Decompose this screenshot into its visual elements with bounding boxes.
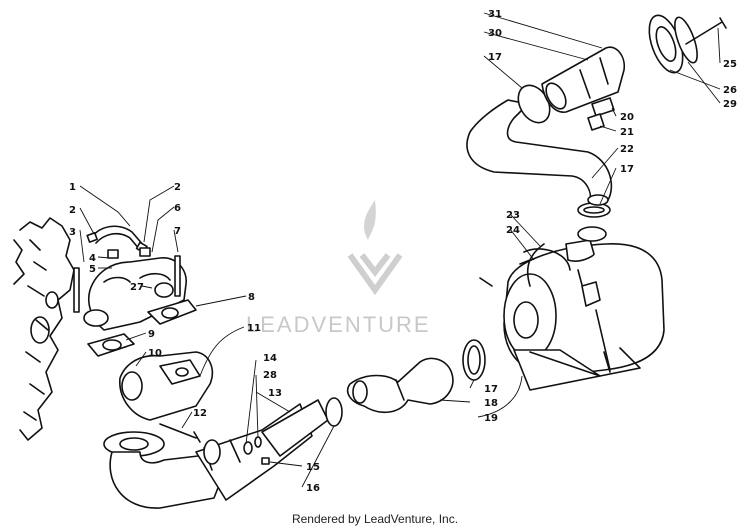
callout-31: 31 (488, 9, 502, 20)
callout-15: 15 (306, 462, 320, 473)
callout-26: 26 (723, 85, 737, 96)
callout-13: 13 (268, 388, 282, 399)
callout-17-upper: 17 (488, 52, 502, 63)
render-credit: Rendered by LeadVenture, Inc. (291, 512, 459, 526)
callout-11: 11 (247, 323, 261, 334)
bolt-25 (685, 17, 727, 45)
nut-15 (261, 457, 270, 465)
callout-1: 1 (69, 182, 76, 193)
exhaust-pipe (109, 403, 313, 509)
muffler-19 (503, 226, 665, 391)
gasket-9 (87, 333, 135, 357)
callout-24: 24 (506, 225, 520, 236)
callout-labels: 1 2 2 3 4 5 6 7 8 9 10 11 12 13 14 15 16… (69, 9, 737, 494)
callout-14: 14 (263, 353, 277, 364)
callout-17-middle: 17 (484, 384, 498, 395)
callout-10: 10 (148, 348, 162, 359)
nut-21 (587, 113, 605, 131)
watermark-text: LEADVENTURE (246, 312, 431, 337)
coupler-18 (346, 357, 454, 413)
callout-9: 9 (148, 329, 155, 340)
clamp-16 (325, 397, 343, 427)
gasket-8 (147, 299, 197, 325)
strap-24 (519, 243, 545, 287)
callout-19: 19 (484, 413, 498, 424)
callout-16: 16 (306, 483, 320, 494)
callout-5: 5 (89, 264, 96, 275)
hose-1 (86, 225, 148, 254)
callout-20: 20 (620, 112, 634, 123)
callout-18: 18 (484, 398, 498, 409)
callout-17-right: 17 (620, 164, 634, 175)
callout-25: 25 (723, 59, 737, 70)
callout-2-right: 2 (174, 182, 181, 193)
callout-7: 7 (174, 226, 181, 237)
callout-2-left: 2 (69, 205, 76, 216)
leadventure-watermark: LEADVENTURE (246, 200, 431, 337)
washer-28 (243, 441, 253, 455)
callout-12: 12 (193, 408, 207, 419)
engine-block (13, 217, 75, 441)
sleeve-30 (541, 46, 626, 113)
callout-27: 27 (130, 282, 144, 293)
callout-3: 3 (69, 227, 76, 238)
callout-21: 21 (620, 127, 634, 138)
exhaust-adapter (119, 351, 214, 421)
hanger-bolt (479, 277, 611, 373)
callout-28: 28 (263, 370, 277, 381)
callout-30: 30 (488, 28, 502, 39)
gasket-29 (674, 16, 698, 64)
spring-14 (254, 436, 262, 448)
callout-29: 29 (723, 99, 737, 110)
tailpipe-22 (466, 99, 613, 206)
callout-22: 22 (620, 144, 634, 155)
leader-lines (79, 12, 721, 488)
callout-23: 23 (506, 210, 520, 221)
exhaust-manifold (73, 247, 187, 331)
callout-6: 6 (174, 203, 181, 214)
bolt-12 (159, 423, 201, 443)
callout-8: 8 (248, 292, 255, 303)
bracket-20 (591, 97, 615, 117)
callout-4: 4 (89, 253, 96, 264)
